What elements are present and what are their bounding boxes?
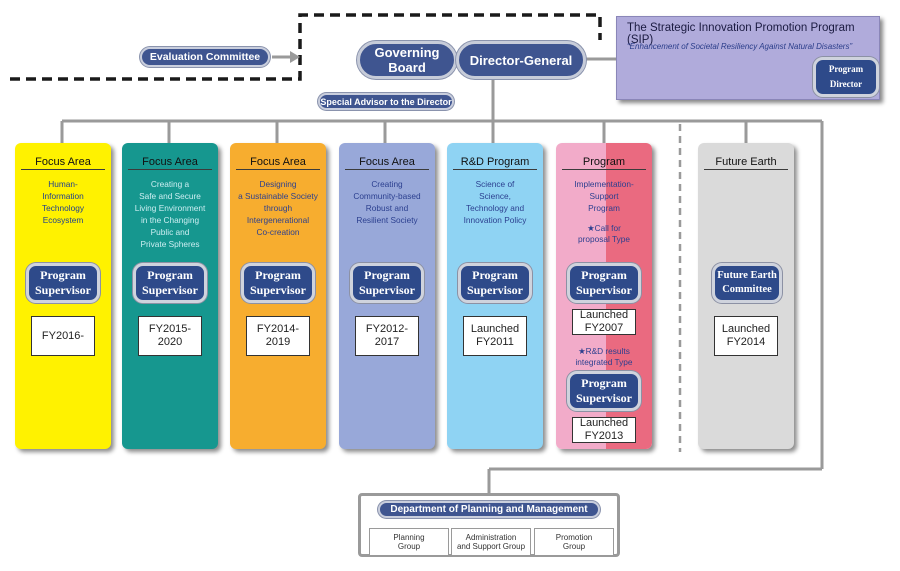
period-box: FY2014- 2019: [246, 316, 310, 356]
card-focus-area-2: Focus Area Creating a Safe and Secure Li…: [122, 143, 218, 449]
card-title: Program: [562, 156, 646, 170]
card-description: Science of Science, Technology and Innov…: [463, 179, 527, 225]
card-description: Designing a Sustainable Society through …: [238, 179, 318, 237]
card-focus-area-4: Focus Area Creating Community-based Robu…: [339, 143, 435, 449]
card-title: Focus Area: [128, 156, 212, 170]
special-advisor-label: Special Advisor to the Director: [318, 93, 454, 110]
program-supervisor-box: Program Supervisor: [567, 371, 641, 411]
future-earth-committee-box: Future Earth Committee: [712, 263, 782, 303]
sip-title: The Strategic Innovation Promotion Progr…: [627, 22, 855, 46]
card-description: Human- Information Technology Ecosystem: [42, 179, 84, 225]
period-box: FY2015- 2020: [138, 316, 202, 356]
card-title: Focus Area: [236, 156, 320, 170]
card-title: Future Earth: [704, 156, 788, 170]
card-title: Focus Area: [345, 156, 429, 170]
period-box: Launched FY2011: [463, 316, 527, 356]
program-director-box: Program Director: [813, 57, 879, 97]
card-focus-area-1: Focus Area Human- Information Technology…: [15, 143, 111, 449]
card-focus-area-3: Focus Area Designing a Sustainable Socie…: [230, 143, 326, 449]
department-title: Department of Planning and Management: [378, 501, 600, 518]
program-supervisor-box: Program Supervisor: [567, 263, 641, 303]
program-type-note: ★Call for proposal Type: [578, 223, 630, 244]
period-box: FY2012- 2017: [355, 316, 419, 356]
card-description: Creating Community-based Robust and Resi…: [353, 179, 421, 225]
department-panel: Department of Planning and Management Pl…: [358, 493, 620, 557]
card-future-earth: Future Earth Future Earth Committee Laun…: [698, 143, 794, 449]
card-description: Creating a Safe and Secure Living Enviro…: [134, 179, 206, 249]
sip-subtitle: “Enhancement of Societal Resiliency Agai…: [627, 42, 853, 51]
card-title: R&D Program: [453, 156, 537, 170]
evaluation-committee-label: Evaluation Committee: [140, 47, 270, 67]
program-type-note: ★R&D results integrated Type: [575, 346, 633, 367]
promotion-group: Promotion Group: [534, 528, 614, 556]
card-description: Implementation- Support Program: [574, 179, 634, 213]
program-supervisor-box: Program Supervisor: [241, 263, 315, 303]
program-supervisor-box: Program Supervisor: [133, 263, 207, 303]
program-supervisor-box: Program Supervisor: [350, 263, 424, 303]
period-box: Launched FY2007: [572, 309, 636, 335]
administration-support-group: Administration and Support Group: [451, 528, 531, 556]
director-general-box: Director-General: [456, 41, 586, 79]
program-supervisor-box: Program Supervisor: [458, 263, 532, 303]
period-box: FY2016-: [31, 316, 95, 356]
card-implementation-support-program: Program Implementation- Support Program …: [556, 143, 652, 449]
card-title: Focus Area: [21, 156, 105, 170]
period-box: Launched FY2014: [714, 316, 778, 356]
card-rd-program: R&D Program Science of Science, Technolo…: [447, 143, 543, 449]
governing-board-box: Governing Board: [357, 41, 457, 79]
planning-group: Planning Group: [369, 528, 449, 556]
sip-panel: The Strategic Innovation Promotion Progr…: [616, 16, 880, 100]
program-supervisor-box: Program Supervisor: [26, 263, 100, 303]
period-box: Launched FY2013: [572, 417, 636, 443]
